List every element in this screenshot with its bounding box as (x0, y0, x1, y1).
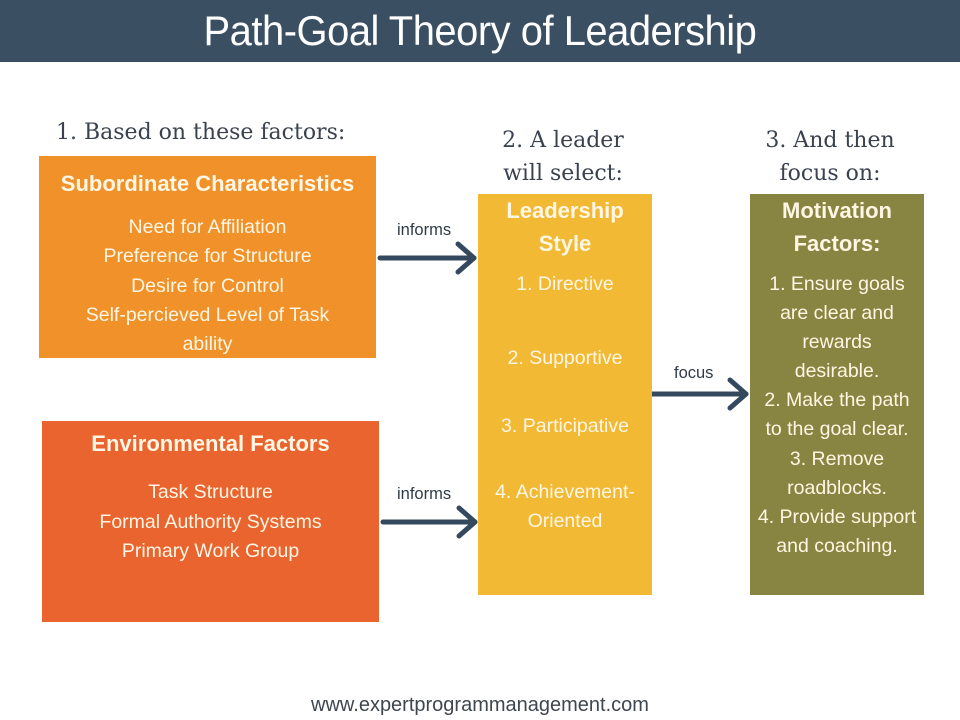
list-item: 2. Make the path (764, 389, 910, 412)
list-item: Need for Affiliation (128, 216, 287, 238)
leadership-style-title-line-2: Style (538, 231, 592, 256)
environmental-factors-box: Environmental Factors Task Structure For… (42, 421, 379, 622)
step-3-label: 3. And then focus on: (755, 124, 905, 190)
list-item: Self-percieved Level of Task (85, 303, 330, 326)
informs-label-1: informs (397, 221, 452, 239)
style-achievement-oriented-line-2: Oriented (527, 510, 603, 532)
environmental-factors-list: Task Structure Formal Authority Systems … (42, 478, 379, 567)
focus-label: focus (674, 364, 714, 382)
list-item: rewards (802, 331, 872, 354)
motivation-factors-box: Motivation Factors: 1. Ensure goals are … (750, 194, 924, 595)
leadership-style-box: Leadership Style 1. Directive 2. Support… (478, 194, 652, 595)
list-item: 4. Provide support (757, 505, 917, 528)
list-item: 1. Ensure goals (769, 273, 905, 295)
motivation-factors-title: Motivation Factors: (750, 194, 924, 260)
style-supportive: 2. Supportive (507, 347, 623, 369)
subordinate-characteristics-list: Need for Affiliation Preference for Stru… (39, 213, 376, 359)
style-achievement-oriented-line-1: 4. Achievement- (495, 481, 635, 503)
arrow-right-icon (380, 505, 478, 539)
informs-label-2: informs (397, 485, 452, 503)
list-item: are clear and (780, 302, 894, 325)
diagram-title: Path-Goal Theory of Leadership (203, 7, 757, 54)
subordinate-characteristics-title: Subordinate Characteristics (60, 171, 355, 196)
style-directive: 1. Directive (516, 273, 614, 295)
step-1-label: 1. Based on these factors: (56, 116, 345, 149)
step-2-line-2: will select: (503, 161, 623, 186)
arrow-right-icon (652, 377, 749, 411)
arrow-right-icon (377, 241, 477, 275)
list-item: Primary Work Group (121, 540, 300, 562)
list-item: 3. Remove (789, 447, 885, 470)
step-2-label: 2. A leader will select: (488, 124, 638, 190)
step-2-line-1: 2. A leader (502, 128, 624, 153)
list-item: to the goal clear. (765, 418, 909, 441)
list-item: Task Structure (148, 481, 273, 503)
leadership-style-title: Leadership Style (478, 194, 652, 260)
leadership-style-title-line-1: Leadership (506, 198, 624, 223)
list-item: and coaching. (776, 534, 898, 557)
motivation-factors-list: 1. Ensure goals are clear and rewards de… (746, 270, 928, 561)
footer-url: www.expertprogrammanagement.com (311, 694, 649, 716)
step-1-text: 1. Based on these factors: (56, 120, 346, 145)
list-item: Desire for Control (131, 274, 284, 297)
list-item: ability (182, 333, 233, 356)
list-item: roadblocks. (787, 476, 887, 499)
step-3-line-1: 3. And then (765, 128, 895, 153)
header-banner: Path-Goal Theory of Leadership (0, 0, 960, 62)
motivation-factors-title-line-2: Factors: (793, 231, 881, 256)
list-item: Formal Authority Systems (99, 510, 322, 533)
motivation-factors-title-line-1: Motivation (782, 198, 892, 223)
subordinate-characteristics-box: Subordinate Characteristics Need for Aff… (39, 156, 376, 358)
list-item: Preference for Structure (103, 245, 312, 268)
step-3-line-2: focus on: (779, 161, 881, 186)
environmental-factors-title: Environmental Factors (91, 431, 330, 456)
list-item: desirable. (794, 360, 880, 383)
style-participative: 3. Participative (501, 415, 629, 437)
